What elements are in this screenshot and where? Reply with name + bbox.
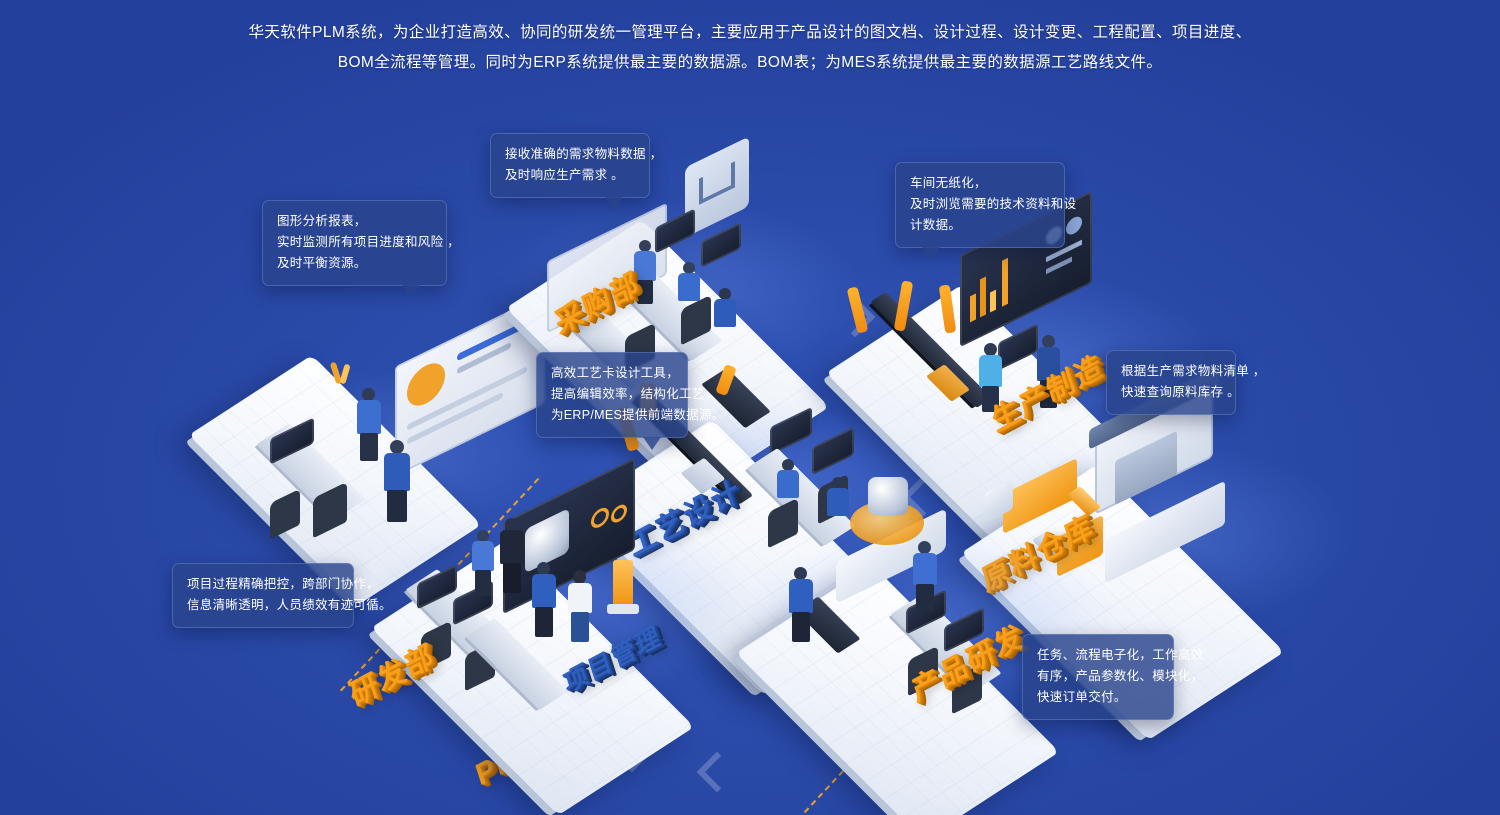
callout-product: 任务、流程电子化，工作高效 有序，产品参数化、模块化， 快速订单交付。	[1022, 634, 1204, 720]
person-legs	[387, 490, 407, 522]
person-body	[532, 574, 556, 608]
person-body	[500, 530, 524, 564]
person-body	[714, 299, 736, 327]
callout-production: 车间无纸化， 及时浏览需要的技术资料和设 计数据。	[895, 162, 1077, 260]
person-legs	[475, 570, 491, 596]
person-body	[678, 273, 700, 301]
callout-tail	[643, 437, 661, 450]
person-legs	[535, 607, 553, 637]
person-legs	[982, 386, 999, 412]
person-head	[918, 541, 931, 554]
flow-arrow-6	[696, 751, 738, 793]
person-head	[794, 567, 807, 580]
person-head	[719, 288, 731, 300]
person-head	[1042, 335, 1055, 348]
callout-process: 高效工艺卡设计工具， 提高编辑效率，结构化工艺， 为ERP/MES提供前端数据源…	[536, 352, 725, 450]
callout-line: 有序，产品参数化、模块化，	[1037, 669, 1204, 683]
person-body	[357, 400, 381, 434]
person-legs	[792, 612, 810, 642]
person-legs	[1040, 380, 1057, 408]
callout-line: 快速查询原料库存 。	[1121, 385, 1240, 399]
person-body	[913, 553, 937, 585]
person-body	[777, 470, 799, 498]
callout-line: 提高编辑效率，结构化工艺，	[551, 387, 718, 401]
award-totem	[607, 560, 639, 614]
person-head	[984, 343, 997, 356]
person-head	[505, 518, 518, 531]
callout-line: 车间无纸化，	[910, 176, 987, 190]
plant	[329, 361, 351, 385]
callout-line: 及时响应生产需求 。	[505, 168, 624, 182]
callout-tail	[605, 197, 623, 210]
callout-line: 及时浏览需要的技术资料和设	[910, 197, 1077, 211]
person-head	[832, 477, 844, 489]
callout-tail	[922, 247, 940, 260]
callout-line: 项目过程精确把控，跨部门协作，	[187, 577, 380, 591]
callout-line: 任务、流程电子化，工作高效	[1037, 648, 1204, 662]
person-body	[827, 488, 849, 516]
person-body	[634, 251, 656, 281]
person-legs	[916, 584, 934, 612]
person-head	[683, 262, 695, 274]
person-legs	[571, 612, 589, 642]
person-head	[362, 388, 375, 401]
person-body	[384, 453, 410, 491]
person-body	[979, 355, 1002, 387]
callout-line: 计数据。	[910, 218, 962, 232]
3d-printer	[836, 477, 946, 604]
person-head	[477, 530, 489, 542]
monitor	[812, 426, 854, 476]
monitor	[701, 222, 741, 268]
person-head	[537, 562, 550, 575]
callout-tail	[402, 285, 420, 298]
callout-line: 实时监测所有项目进度和风险 ，	[277, 235, 460, 249]
person-body	[1037, 347, 1060, 381]
person-head	[639, 240, 651, 252]
callout-line: 接收准确的需求物料数据 ，	[505, 147, 663, 161]
callout-line: 根据生产需求物料清单 ，	[1121, 364, 1266, 378]
callout-line: 图形分析报表，	[277, 214, 367, 228]
page-title: 华天软件PLM系统，为企业打造高效、协同的研发统一管理平台，主要应用于产品设计的…	[0, 18, 1500, 78]
callout-rnd: 项目过程精确把控，跨部门协作， 信息清晰透明，人员绩效有迹可循。	[172, 563, 392, 628]
person-body	[472, 541, 494, 571]
person-legs	[637, 280, 653, 304]
callout-pmo: 图形分析报表， 实时监测所有项目进度和风险 ， 及时平衡资源。	[262, 200, 460, 298]
callout-line: 及时平衡资源。	[277, 256, 367, 270]
person-head	[573, 570, 586, 584]
person-body	[789, 579, 813, 613]
person-legs	[503, 563, 521, 593]
callout-line: 高效工艺卡设计工具，	[551, 366, 680, 380]
person-body	[568, 583, 592, 613]
person-legs	[360, 433, 378, 461]
header-line-2: BOM全流程等管理。同时为ERP系统提供最主要的数据源。BOM表；为MES系统提…	[337, 54, 1163, 71]
callout-warehouse: 根据生产需求物料清单 ， 快速查询原料库存 。	[1106, 350, 1266, 415]
callout-line: 为ERP/MES提供前端数据源。	[551, 408, 725, 422]
header-line-1: 华天软件PLM系统，为企业打造高效、协同的研发统一管理平台，主要应用于产品设计的…	[248, 24, 1252, 41]
person-head	[782, 459, 794, 471]
callout-purchasing: 接收准确的需求物料数据 ， 及时响应生产需求 。	[490, 133, 663, 210]
callout-line: 快速订单交付。	[1037, 690, 1127, 704]
person-head	[390, 440, 404, 454]
callout-line: 信息清晰透明，人员绩效有迹可循。	[187, 598, 392, 612]
